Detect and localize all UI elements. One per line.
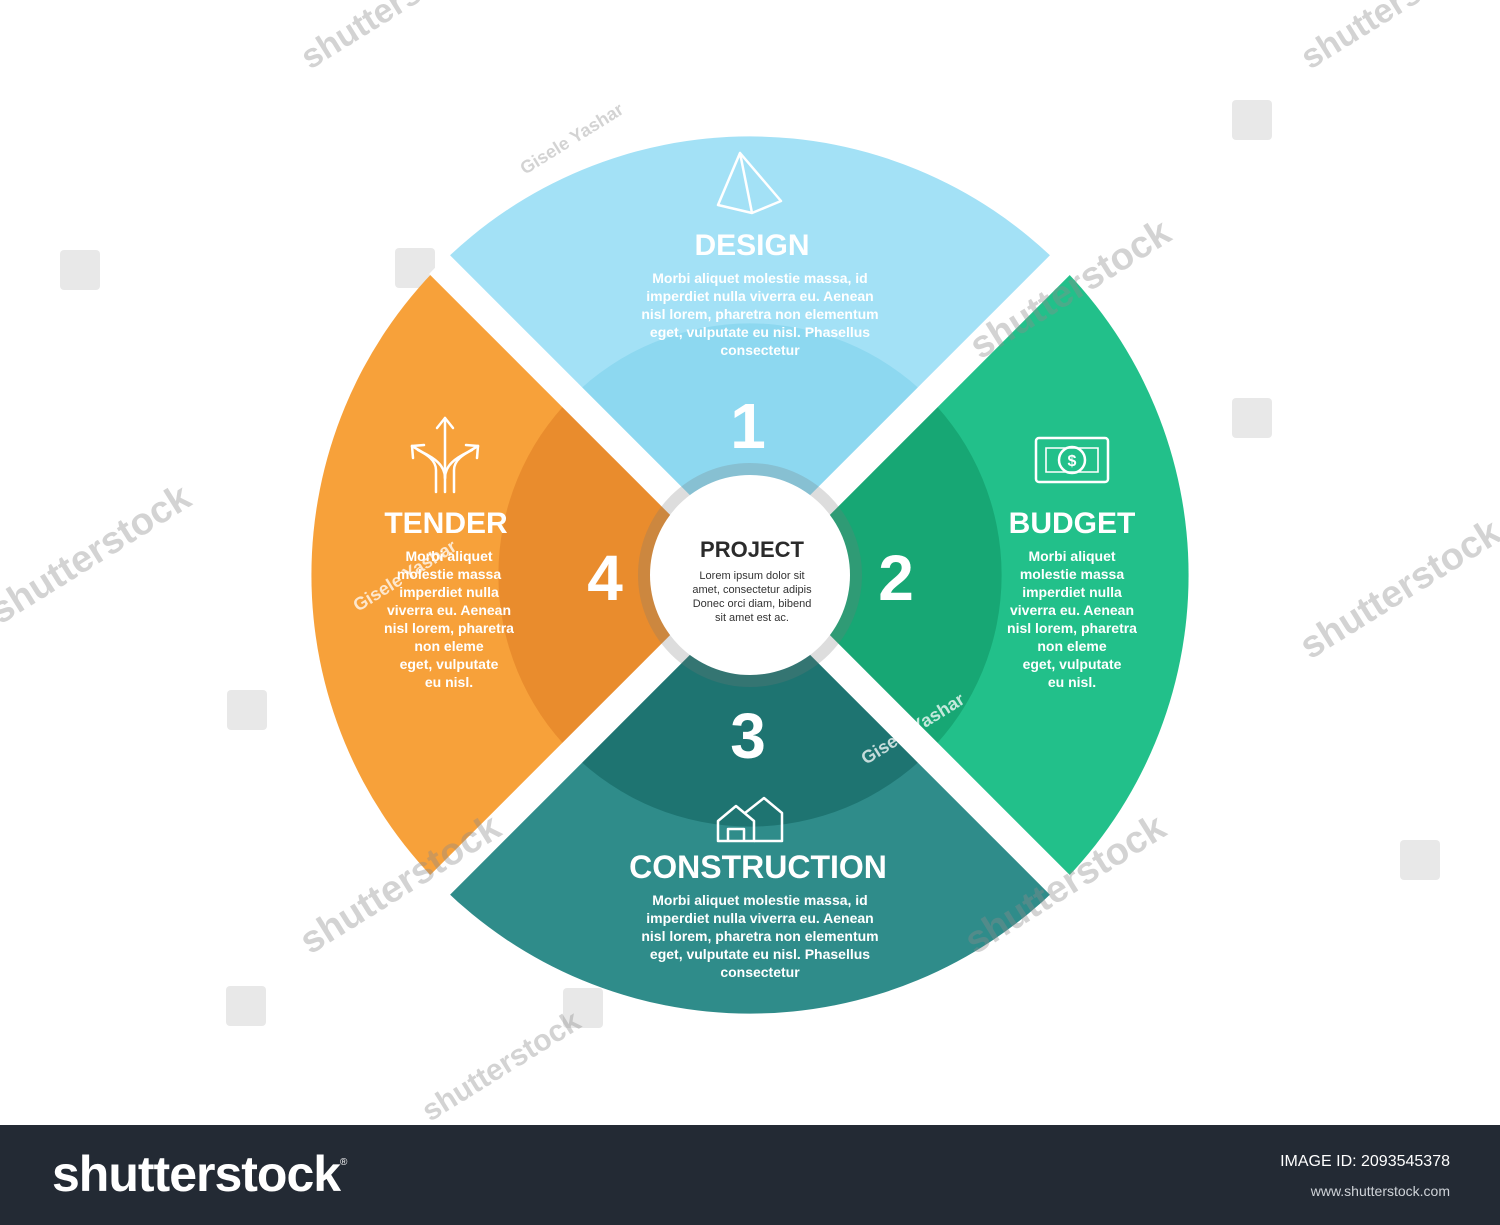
segment-design-line: Morbi aliquet molestie massa, id	[652, 270, 868, 286]
pyramid-icon	[716, 151, 783, 215]
segment-construction-line: nisl lorem, pharetra non elementum	[641, 928, 878, 944]
segment-budget-number: 2	[878, 542, 914, 614]
svg-text:$: $	[1068, 453, 1077, 470]
process-wheel-diagram: PROJECT Lorem ipsum dolor sit amet, cons…	[0, 0, 1500, 1125]
infographic-stage: PROJECT Lorem ipsum dolor sit amet, cons…	[0, 0, 1500, 1125]
footer-image-id: IMAGE ID: 2093545378	[1280, 1153, 1450, 1170]
segment-design-line: eget, vulputate eu nisl. Phasellus	[650, 324, 870, 340]
houses-icon	[716, 796, 784, 843]
segment-design-inner-band	[572, 323, 928, 575]
watermark-logo-mark	[226, 986, 266, 1026]
center-line: sit amet est ac.	[715, 612, 789, 624]
segment-budget-title: BUDGET	[1009, 507, 1136, 540]
watermark-logo-mark	[1232, 100, 1272, 140]
center-line: amet, consectetur adipis	[692, 584, 812, 596]
segment-tender-line: nisl lorem, pharetra	[384, 620, 514, 636]
split-arrows-icon	[410, 416, 480, 494]
segment-tender-line: eget, vulputate	[400, 656, 499, 672]
segment-budget-line: viverra eu. Aenean	[1010, 602, 1134, 618]
segment-budget-line: eu nisl.	[1048, 674, 1096, 690]
segment-construction-line: consectetur	[720, 964, 800, 980]
segment-budget-line: nisl lorem, pharetra	[1007, 620, 1137, 636]
segment-construction-line: eget, vulputate eu nisl. Phasellus	[650, 946, 870, 962]
center-line: Donec orci diam, bibend	[693, 598, 812, 610]
segment-tender-line: eu nisl.	[425, 674, 473, 690]
watermark-logo-mark	[563, 988, 603, 1028]
segment-tender-inner-band	[498, 397, 750, 753]
segment-budget-line: imperdiet nulla	[1022, 584, 1122, 600]
segment-construction-title: CONSTRUCTION	[629, 849, 887, 885]
segment-design-number: 1	[730, 390, 766, 462]
segment-construction-number: 3	[730, 700, 766, 772]
segment-tender-line: imperdiet nulla	[399, 584, 499, 600]
watermark-logo-mark	[60, 250, 100, 290]
segment-tender-line: Morbi aliquet	[405, 548, 492, 564]
watermark-logo-mark	[395, 248, 435, 288]
segment-tender-line: non eleme	[414, 638, 483, 654]
segment-budget-line: molestie massa	[1020, 566, 1124, 582]
watermark-logo-text: shutterstock	[1294, 0, 1487, 77]
watermark-logo-text: shutterstock	[0, 476, 199, 633]
segment-construction-inner-band	[572, 575, 928, 827]
segment-budget-line: eget, vulputate	[1023, 656, 1122, 672]
segment-tender-title: TENDER	[384, 507, 508, 540]
stock-footer-bar: shutterstock ® IMAGE ID: 2093545378 www.…	[0, 1125, 1500, 1225]
segment-budget-line: non eleme	[1037, 638, 1106, 654]
footer-brand-logo: shutterstock	[52, 1146, 341, 1202]
segment-design-line: consectetur	[720, 342, 800, 358]
watermark-logo-text: shutterstock	[294, 0, 487, 77]
footer-brand-registered-mark: ®	[340, 1157, 348, 1168]
segment-design-line: nisl lorem, pharetra non elementum	[641, 306, 878, 322]
segment-tender-line: molestie massa	[397, 566, 501, 582]
segment-design-line: imperdiet nulla viverra eu. Aenean	[646, 288, 873, 304]
watermark-logo-mark	[227, 690, 267, 730]
segment-design-title: DESIGN	[694, 229, 809, 262]
watermark-logo-mark	[1400, 840, 1440, 880]
segment-tender-number: 4	[587, 542, 623, 614]
segment-construction-line: Morbi aliquet molestie massa, id	[652, 892, 868, 908]
center-disc	[650, 475, 850, 675]
money-bill-icon: $	[1034, 436, 1110, 484]
segment-construction-line: imperdiet nulla viverra eu. Aenean	[646, 910, 873, 926]
footer-site-url: www.shutterstock.com	[1310, 1183, 1450, 1199]
segment-tender-line: viverra eu. Aenean	[387, 602, 511, 618]
watermark-logo-text: shutterstock	[416, 1004, 586, 1125]
watermark-logo-mark	[1232, 398, 1272, 438]
segment-budget-inner-band	[750, 397, 1002, 753]
watermark-logo-text: shutterstock	[1293, 511, 1500, 668]
segment-budget-line: Morbi aliquet	[1028, 548, 1115, 564]
center-line: Lorem ipsum dolor sit	[699, 570, 804, 582]
center-title: PROJECT	[700, 537, 804, 562]
